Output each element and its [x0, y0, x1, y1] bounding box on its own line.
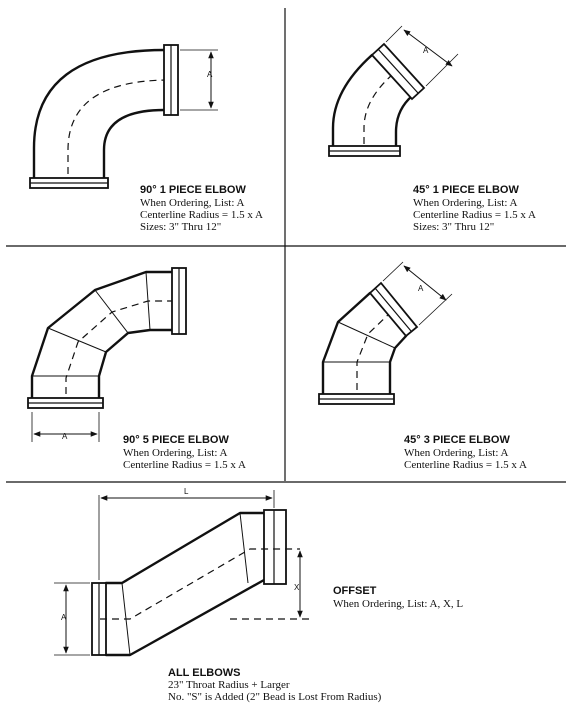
all-elbows-line-2: No. "S" is Added (2" Bead is Lost From R… — [168, 691, 382, 703]
offset-title: OFFSET — [333, 585, 377, 597]
panel-grid-lines — [6, 8, 566, 483]
elbow-45-1-dim-label: A — [423, 46, 429, 55]
elbow-45-3-title: 45° 3 PIECE ELBOW — [404, 434, 510, 446]
offset-dim-label-x: X — [294, 583, 300, 592]
offset-drawing: L X A — [54, 487, 310, 657]
elbow-90-1-title: 90° 1 PIECE ELBOW — [140, 184, 246, 196]
elbow-90-5-line-2: Centerline Radius = 1.5 x A — [123, 459, 246, 471]
elbow-45-1-line-3: Sizes: 3" Thru 12" — [413, 221, 494, 233]
all-elbows-note: ALL ELBOWS 23" Throat Radius + Larger No… — [168, 667, 382, 703]
offset-line-1: When Ordering, List: A, X, L — [333, 598, 463, 610]
elbow-90-5-line-1: When Ordering, List: A — [123, 447, 228, 459]
elbow-90-5-dim-label: A — [62, 432, 68, 441]
elbow-45-1-piece-drawing: A — [328, 25, 459, 157]
elbow-90-1-piece-caption: 90° 1 PIECE ELBOW When Ordering, List: A… — [140, 184, 263, 233]
elbow-45-1-piece-caption: 45° 1 PIECE ELBOW When Ordering, List: A… — [413, 184, 536, 233]
offset-dim-label-l: L — [184, 487, 189, 496]
elbow-45-3-line-2: Centerline Radius = 1.5 x A — [404, 459, 527, 471]
elbow-90-1-piece-drawing: A — [29, 44, 218, 189]
all-elbows-line-1: 23" Throat Radius + Larger — [168, 679, 290, 691]
all-elbows-title: ALL ELBOWS — [168, 667, 241, 679]
offset-caption: OFFSET When Ordering, List: A, X, L — [333, 585, 463, 610]
elbow-90-1-line-2: Centerline Radius = 1.5 x A — [140, 209, 263, 221]
elbow-90-5-piece-caption: 90° 5 PIECE ELBOW When Ordering, List: A… — [123, 434, 246, 471]
elbow-90-5-title: 90° 5 PIECE ELBOW — [123, 434, 229, 446]
elbow-45-1-title: 45° 1 PIECE ELBOW — [413, 184, 519, 196]
elbow-90-1-dim-label: A — [207, 70, 213, 79]
elbow-90-1-line-3: Sizes: 3" Thru 12" — [140, 221, 221, 233]
elbow-45-3-piece-drawing: A — [318, 261, 453, 405]
elbow-45-1-line-2: Centerline Radius = 1.5 x A — [413, 209, 536, 221]
elbow-45-1-line-1: When Ordering, List: A — [413, 197, 518, 209]
elbow-45-3-piece-caption: 45° 3 PIECE ELBOW When Ordering, List: A… — [404, 434, 527, 471]
elbow-45-3-dim-label: A — [418, 284, 424, 293]
elbow-90-1-line-1: When Ordering, List: A — [140, 197, 245, 209]
offset-dim-label-a: A — [61, 613, 67, 622]
elbow-45-3-line-1: When Ordering, List: A — [404, 447, 509, 459]
elbow-90-5-piece-drawing: A — [27, 267, 187, 442]
